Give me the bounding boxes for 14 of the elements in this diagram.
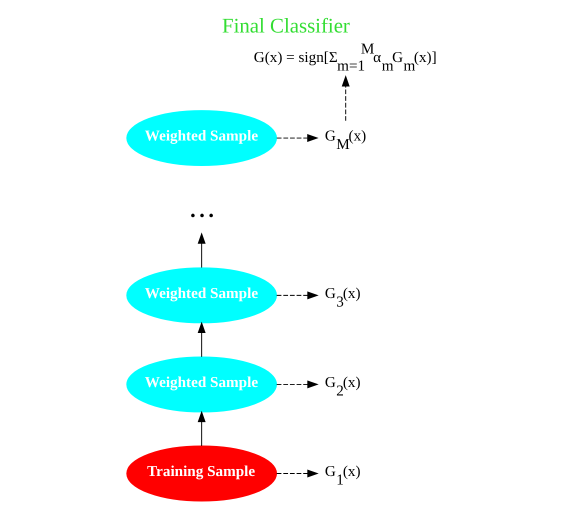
arrow	[276, 380, 319, 388]
node-ellipse: Weighted Sample	[126, 356, 277, 412]
node-text: • • •	[190, 207, 214, 224]
node-ellipse: Weighted Sample	[126, 110, 277, 166]
node-ellipse: Training Sample	[126, 446, 277, 502]
arrow	[198, 322, 206, 358]
diagram-title: Final Classifier	[222, 13, 350, 38]
arrow	[276, 470, 319, 478]
arrow	[198, 232, 206, 268]
node-ellipse: Weighted Sample	[126, 267, 277, 324]
arrow	[276, 291, 319, 300]
arrow	[342, 75, 350, 122]
arrow	[198, 410, 206, 446]
arrow	[276, 134, 319, 142]
